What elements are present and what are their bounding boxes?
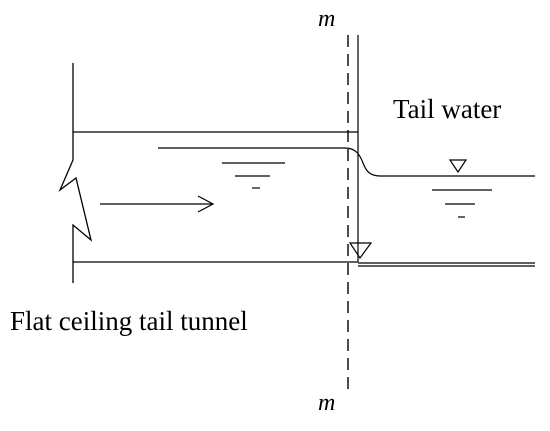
flow-arrow-icon xyxy=(100,195,215,213)
water-level-triangle-icon xyxy=(432,159,492,218)
section-label-bottom: m xyxy=(318,390,335,416)
outlet-level-triangle-icon xyxy=(348,242,373,260)
tail-water-label: Tail water xyxy=(393,94,501,124)
tunnel-left-wall-break xyxy=(58,63,93,283)
section-label-top: m xyxy=(318,6,335,32)
water-surface-profile xyxy=(158,147,535,177)
tunnel-label: Flat ceiling tail tunnel xyxy=(10,306,248,336)
water-level-hatch-icon xyxy=(222,162,285,189)
